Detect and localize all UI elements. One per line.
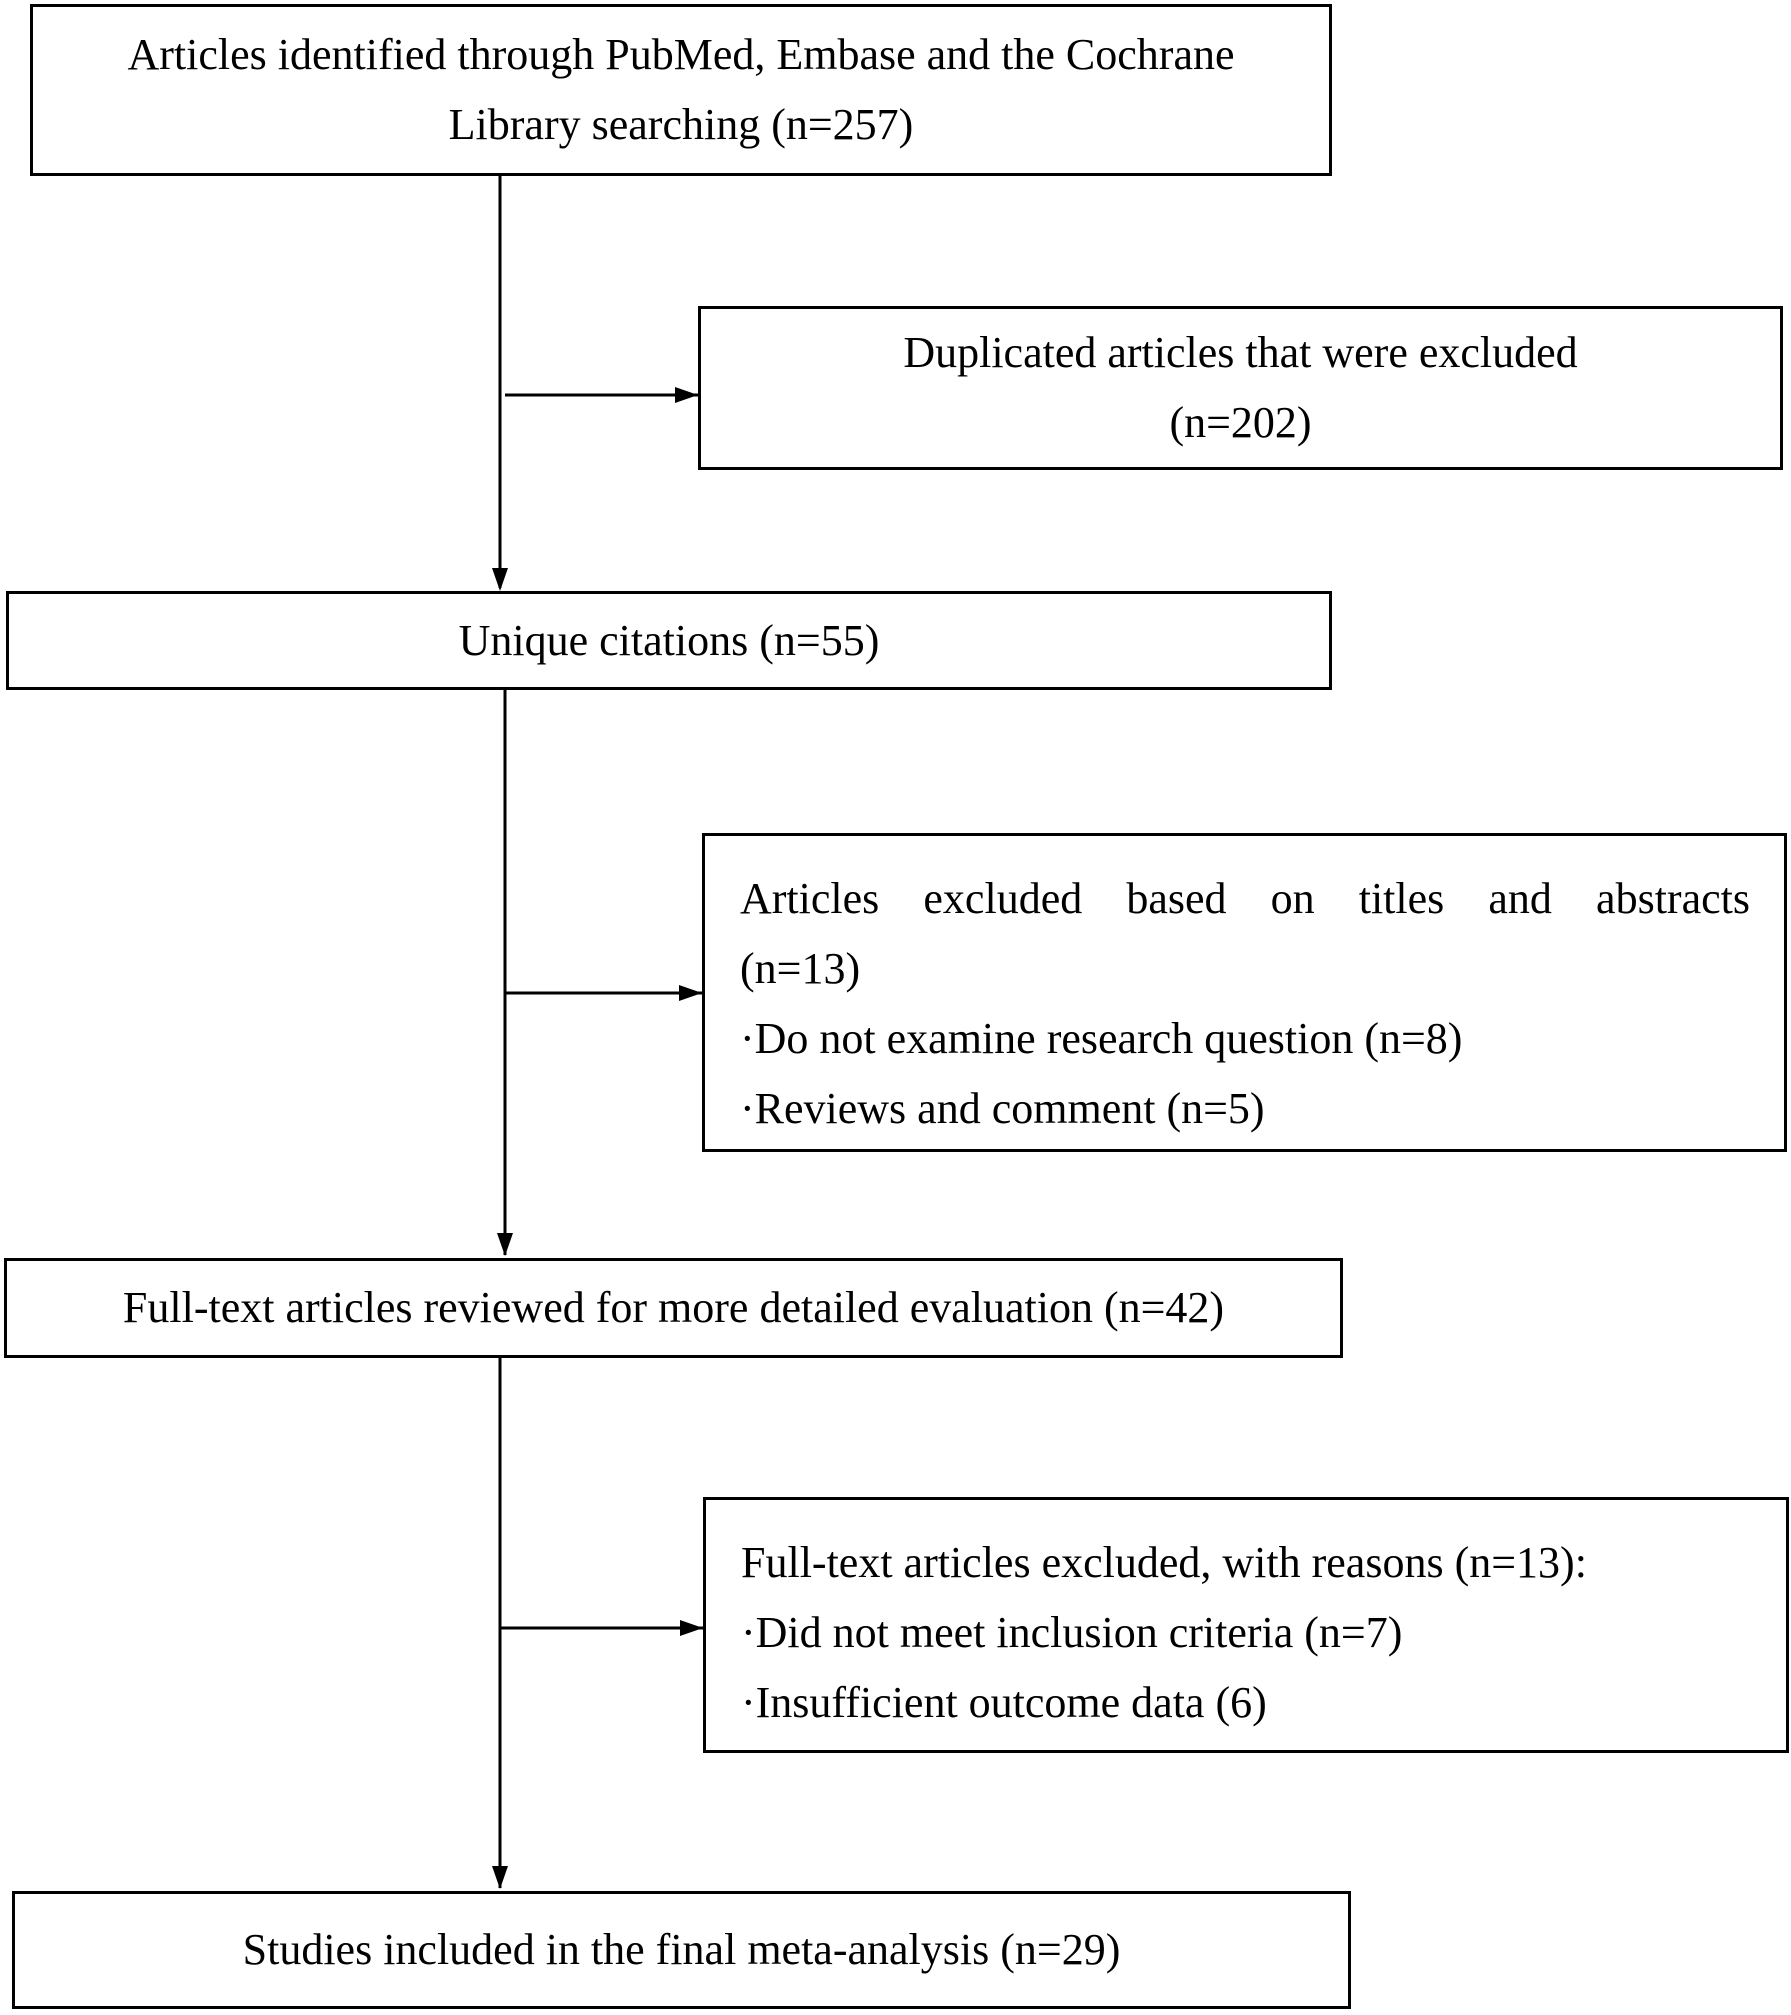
screening-word: abstracts [1596, 874, 1750, 923]
screening-word: titles [1358, 874, 1445, 923]
identification-line-1: Articles identified through PubMed, Emba… [127, 30, 1235, 79]
screening-count: (n=13) [740, 944, 861, 993]
unique-citations-text: Unique citations (n=55) [458, 615, 880, 665]
screening-word: and [1488, 874, 1552, 923]
full-text-excluded-box: Full-text articles excluded, with reason… [703, 1497, 1789, 1753]
arrowhead-right-1 [675, 387, 698, 403]
full-text-excluded-reason: ·Did not meet inclusion criteria (n=7) [741, 1608, 1403, 1657]
identification-box: Articles identified through PubMed, Emba… [30, 4, 1332, 176]
arrowhead-right-3 [680, 1620, 703, 1636]
arrowhead-down-1 [492, 568, 508, 591]
screening-reason: ·Do not examine research question (n=8) [740, 1014, 1463, 1063]
arrowhead-down-2 [497, 1233, 513, 1256]
duplicates-line-1: Duplicated articles that were excluded [903, 328, 1578, 377]
screening-word: Articles [740, 874, 880, 923]
screening-word: based [1126, 874, 1227, 923]
included-studies-text: Studies included in the final meta-analy… [242, 1925, 1121, 1974]
full-text-reviewed-text: Full-text articles reviewed for more det… [122, 1283, 1225, 1332]
duplicates-line-2: (n=202) [1169, 398, 1312, 447]
arrowhead-right-2 [679, 985, 702, 1001]
unique-citations-box: Unique citations (n=55) [6, 591, 1332, 690]
arrowhead-down-3 [492, 1866, 508, 1889]
screening-word: excluded [923, 874, 1083, 923]
duplicates-excluded-box: Duplicated articles that were excluded (… [698, 306, 1783, 470]
identification-line-2: Library searching (n=257) [448, 100, 914, 149]
screening-reason: ·Reviews and comment (n=5) [740, 1084, 1265, 1133]
screening-heading: Articles excluded based on titles and ab… [740, 864, 1750, 934]
full-text-excluded-heading: Full-text articles excluded, with reason… [741, 1538, 1587, 1587]
included-studies-box: Studies included in the final meta-analy… [12, 1891, 1351, 2009]
screening-word: on [1270, 874, 1315, 923]
full-text-reviewed-box: Full-text articles reviewed for more det… [4, 1258, 1343, 1358]
full-text-excluded-reason: ·Insufficient outcome data (6) [741, 1678, 1267, 1727]
screening-excluded-box: Articles excluded based on titles and ab… [702, 833, 1787, 1152]
